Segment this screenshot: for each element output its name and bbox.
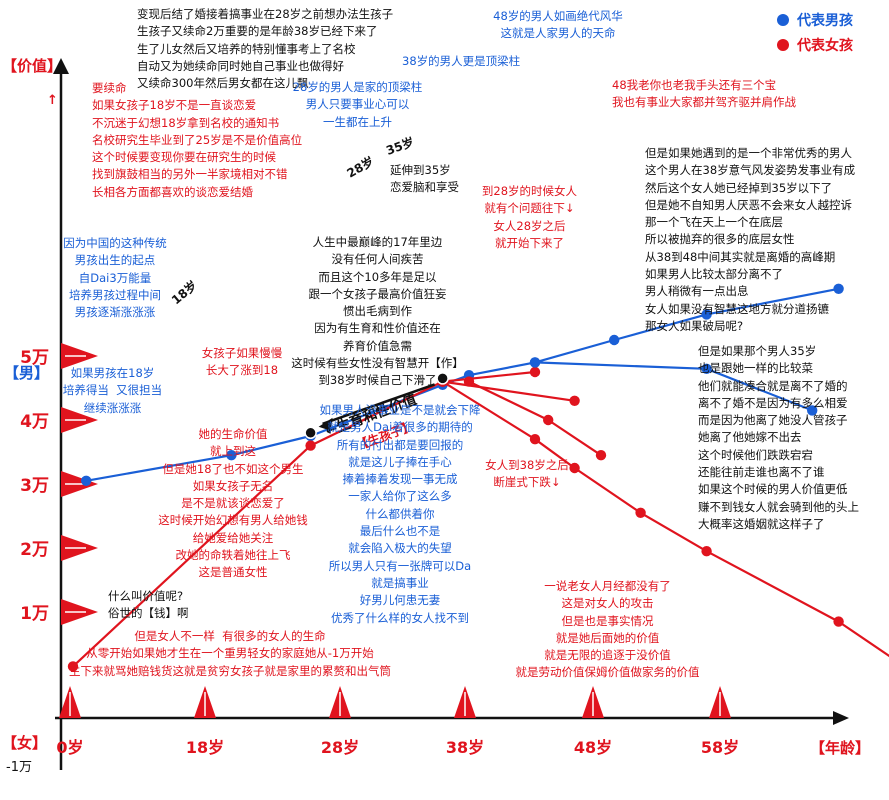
series-line — [72, 370, 536, 668]
note-blue-48: 48岁的男人如画绝代风华 这就是人家男人的天命 — [493, 9, 623, 41]
note-girl-18: 女孩子如果慢慢 长大了涨到18 — [201, 346, 283, 378]
fertility-arrow-line — [322, 383, 436, 425]
y-tick-label: 1万 — [20, 604, 49, 624]
note-right-35-man: 但是如果那个男人35岁 也是跟她一样的比较菜 他们就能凑合就是离不了婚的 离不了… — [698, 344, 859, 531]
note-top-marriage: 变现后结了婚接着搞事业在28岁之前想办法生孩子 生孩子又续命2万重要的是年龄38… — [137, 7, 394, 91]
series-point — [569, 462, 580, 474]
y-female-label: 【女】 — [2, 734, 48, 752]
x-tick-label: 28岁 — [321, 738, 359, 757]
series-point — [609, 334, 620, 346]
series-point — [529, 357, 541, 368]
note-peak-17-years: 人生中最巅峰的17年里边 没有任何人间疾苦 而且这个10多年是足以 跟一个女孩子… — [291, 235, 464, 388]
series-point — [305, 440, 316, 451]
note-extend-35: 延伸到35岁 恋爱脑和享受 — [390, 163, 459, 195]
series-point — [529, 434, 541, 445]
series-point — [701, 363, 712, 374]
note-left-red: 要续命 如果女孩子18岁不是一直谈恋爱 不沉迷于幻想18岁拿到名校的通知书 名校… — [92, 81, 303, 199]
note-bottom-red: 但是女人不一样 有很多的女人的生命 从零开始如果她才生在一个重男轻女的家庭她从-… — [69, 629, 391, 678]
series-point — [81, 475, 92, 486]
legend-girl-marker — [777, 39, 789, 51]
note-blue-28: 28岁的男人是家的顶梁柱 男人只要事业心可以 一生都在上升 — [292, 80, 423, 129]
x-tick-label: 48岁 — [574, 738, 612, 757]
note-man-career: 如果男人没事业是不是就会下降 就是男人Dai着很多的期待的 所有的付出都是要回报… — [319, 403, 481, 625]
note-boy-18: 如果男孩在18岁 培养得当 又很担当 继续涨涨涨 — [62, 366, 163, 415]
series-point — [67, 661, 79, 672]
y-male-label: 【男】 — [4, 364, 50, 382]
note-red-38: 女人到38岁之后 断崖式下跌↓ — [485, 458, 569, 490]
note-red-28-right: 到28岁的时候女人 就有个问题往下↓ 女人28岁之后 就开始下来了 — [481, 184, 578, 250]
series-point — [833, 616, 844, 627]
x-axis-arrowhead — [833, 711, 849, 725]
series-point — [543, 414, 554, 426]
series-point — [833, 283, 844, 294]
y-tick-label: 4万 — [20, 412, 49, 432]
note-blue-38: 38岁的男人更是顶梁柱 — [402, 54, 521, 68]
series-point — [595, 450, 607, 461]
x-tick-label: 38岁 — [446, 738, 484, 757]
note-left-blue: 因为中国的这种传统 男孩出生的起点 自Dai3万能量 培养男孩过程中间 男孩逐渐… — [63, 236, 167, 320]
y-axis-title: 【价值】 — [2, 57, 63, 75]
fertility-arrow-head — [318, 417, 333, 431]
x-axis-title: 【年龄】 — [810, 739, 871, 757]
y-axis-arrowhead — [53, 58, 69, 74]
note-bottom-right: 一说老女人月经都没有了 这是对女人的攻击 但是也是事实情况 就是她后面她的价值 … — [515, 579, 700, 680]
y-top-arrow: ↑ — [47, 93, 58, 108]
age-tag-35: 35岁 — [384, 134, 416, 158]
series-point — [463, 376, 475, 387]
series-point — [701, 309, 712, 320]
legend-boy-marker — [777, 14, 789, 26]
legend-girl-label: 代表女孩 — [797, 38, 853, 54]
note-right-excellent-man: 但是如果她遇到的是一个非常优秀的男人 这个男人在38岁意气风发姿势发事业有成 然… — [645, 146, 856, 333]
series-point — [807, 405, 818, 416]
y-tick-label: 3万 — [20, 476, 49, 496]
legend-boy-label: 代表男孩 — [797, 13, 853, 29]
peak-marker — [436, 372, 449, 385]
x-tick-label: 0岁 — [56, 738, 83, 757]
y-min-label: -1万 — [6, 760, 32, 775]
note-value-money: 什么叫价值呢? 俗世的【钱】啊 — [108, 589, 189, 621]
note-red-48: 48我老你也老我手头还有三个宝 我也有事业大家都并驾齐驱并肩作战 — [612, 78, 796, 110]
series-point — [529, 366, 541, 378]
y-tick-label: 5万 — [20, 348, 49, 368]
note-life-value: 她的生命价值 就上到这 但是她18了也不如这个男生 如果女孩子无名 是不是就该谈… — [158, 427, 308, 580]
peak-marker — [304, 426, 317, 440]
y-tick-label: 2万 — [20, 540, 49, 560]
series-point — [226, 450, 237, 461]
x-tick-label: 58岁 — [701, 738, 739, 757]
series-point — [701, 546, 712, 557]
series-point — [569, 395, 580, 406]
series-point — [635, 507, 646, 518]
series-line — [442, 380, 575, 402]
age-tag-28: 28岁 — [344, 153, 376, 180]
x-tick-label: 18岁 — [186, 738, 224, 757]
